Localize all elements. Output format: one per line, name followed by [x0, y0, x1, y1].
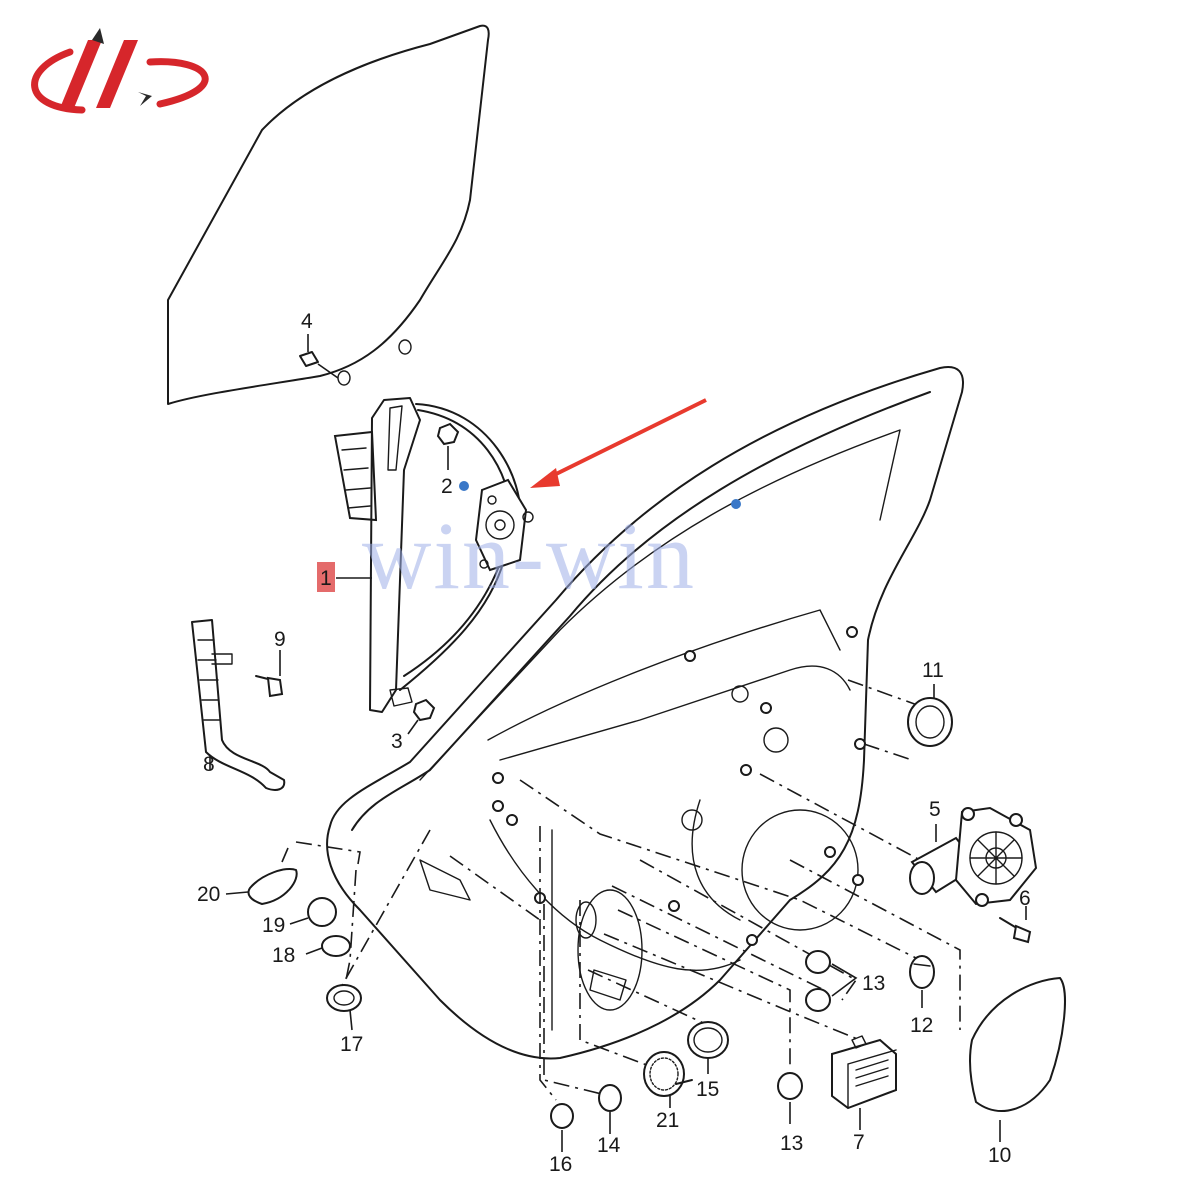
bolt-9: [255, 650, 284, 698]
callout-4: 4: [301, 310, 313, 333]
callout-9: 9: [274, 628, 286, 651]
plug-15: [687, 1021, 729, 1074]
callout-13a: 13: [862, 972, 885, 995]
callout-6: 6: [1019, 887, 1031, 910]
window-motor-5: [909, 806, 1038, 907]
callout-7: 7: [853, 1131, 865, 1154]
leader-lines: [281, 679, 961, 1101]
membrane-10: [968, 976, 1066, 1142]
callout-19: 19: [262, 914, 285, 937]
speaker-grille-21: [643, 1051, 693, 1108]
watermark-dot: [731, 499, 741, 509]
callout-13b: 13: [780, 1132, 803, 1155]
control-module-7: [831, 1035, 897, 1130]
pointer-arrow: [530, 398, 707, 488]
plug-19: [289, 897, 337, 927]
callout-21: 21: [656, 1109, 679, 1132]
door-inner-panel: [326, 366, 964, 1060]
callout-15: 15: [696, 1078, 719, 1101]
callout-8: 8: [203, 753, 215, 776]
callout-14: 14: [597, 1134, 621, 1157]
brand-logo: [31, 28, 209, 114]
highlight-box: [317, 562, 335, 592]
plug-13-pair: [805, 950, 858, 1012]
watermark-text: win-win: [362, 502, 696, 609]
callout-12: 12: [910, 1014, 933, 1037]
glass-pin-4: [299, 334, 339, 379]
plug-16: [550, 1103, 574, 1152]
callout-3: 3: [391, 730, 403, 753]
callout-11: 11: [922, 659, 944, 682]
plug-14: [598, 1084, 622, 1134]
plug-18: [305, 935, 351, 957]
plug-12: [909, 955, 935, 1008]
nut-3: [407, 698, 436, 735]
callout-1: 1: [320, 567, 332, 590]
grommet-17: [326, 984, 362, 1031]
callout-2: 2: [441, 475, 453, 498]
window-glass: [167, 24, 490, 405]
callout-20: 20: [197, 883, 220, 906]
screw-6: [999, 906, 1032, 944]
callout-10: 10: [988, 1144, 1011, 1167]
callout-5: 5: [929, 798, 941, 821]
callout-17: 17: [340, 1033, 363, 1056]
plug-13-bottom: [777, 1072, 803, 1124]
callout-18: 18: [272, 944, 295, 967]
seal-20: [225, 868, 298, 906]
grommet-11: [907, 684, 953, 747]
window-regulator: [333, 397, 534, 713]
watermark-dot: [459, 481, 469, 491]
callout-16: 16: [549, 1153, 572, 1176]
cable-guide-8: [191, 619, 286, 791]
nut-2: [436, 422, 460, 470]
